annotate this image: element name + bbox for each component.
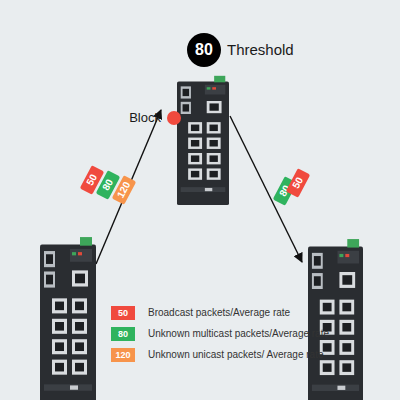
legend-value: 50	[118, 308, 128, 318]
legend-value: 80	[118, 329, 128, 339]
block-label: Block	[129, 110, 161, 125]
uplink-arrow	[96, 110, 161, 264]
top-switch	[177, 76, 229, 205]
legend-value: 120	[115, 350, 130, 360]
right-switch	[308, 239, 363, 400]
legend-text: Unknown unicast packets/ Average rate	[148, 348, 323, 362]
legend-text: Broadcast packets/Average rate	[148, 306, 290, 320]
left-switch	[40, 237, 96, 400]
node-circle	[167, 111, 181, 125]
node-circle	[187, 33, 221, 67]
threshold-label: Threshold	[227, 41, 294, 58]
packet-tag: 50	[286, 168, 311, 198]
legend-text: Unknown multicast packets/Average rate	[148, 327, 329, 341]
block-point: Block	[167, 111, 181, 125]
node-outline	[167, 111, 181, 125]
threshold-value: 80	[187, 33, 221, 67]
legend-swatch: 80	[111, 327, 135, 341]
legend-swatch: 50	[111, 306, 135, 320]
threshold-circle: 80Threshold	[187, 33, 221, 67]
legend-swatch: 120	[111, 348, 135, 362]
